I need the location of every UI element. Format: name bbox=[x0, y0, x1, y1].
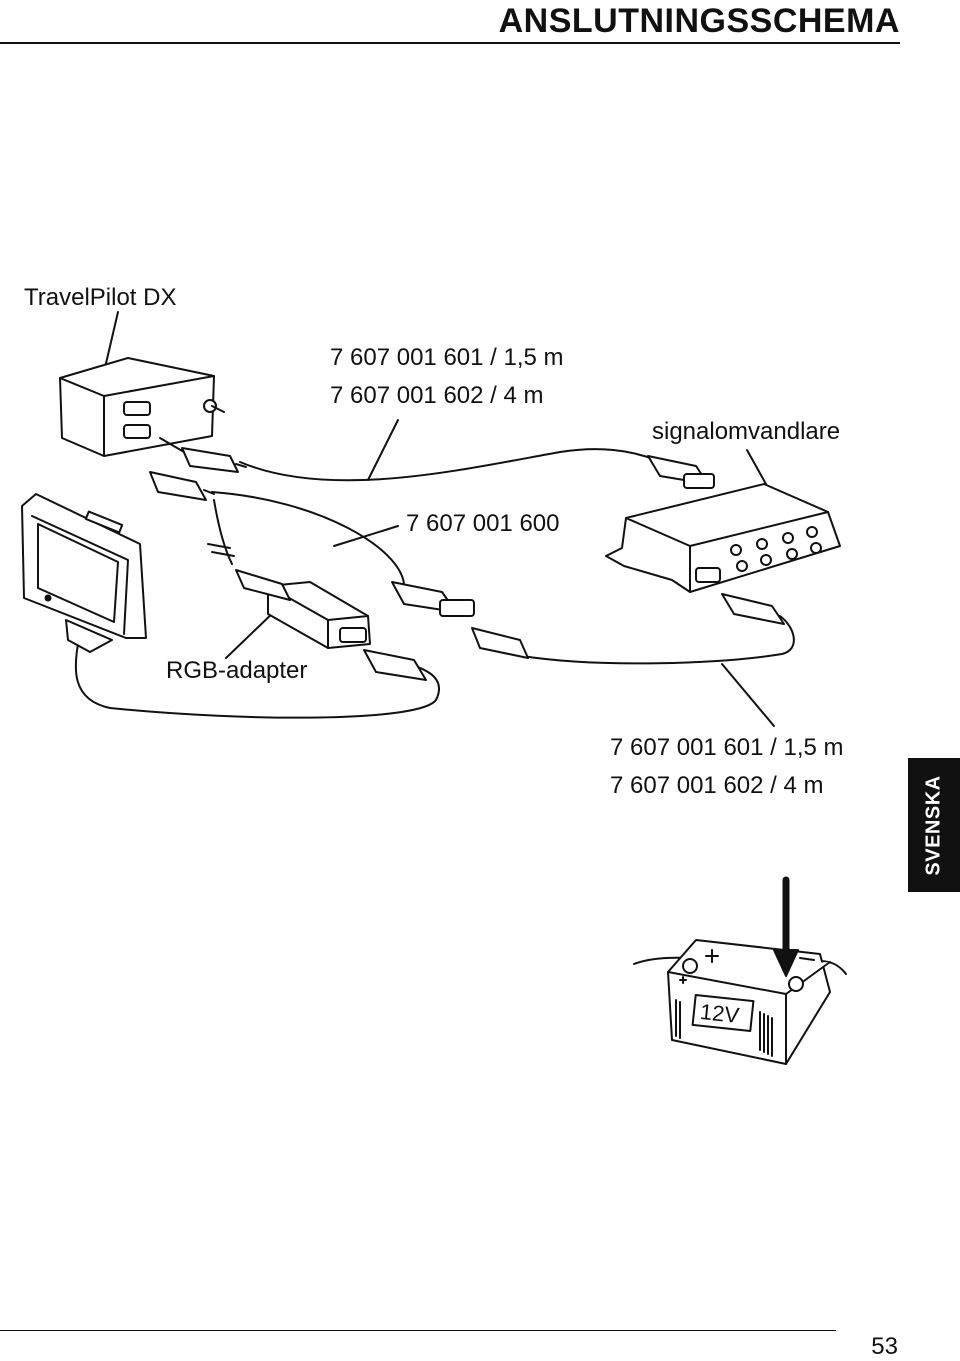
battery bbox=[633, 939, 847, 1065]
language-tab-label: SVENSKA bbox=[922, 774, 945, 876]
leader-cable-mid bbox=[333, 525, 399, 547]
label-signal-converter: signalomvandlare bbox=[652, 418, 841, 445]
connector-a bbox=[159, 437, 247, 473]
leader-rgb bbox=[225, 607, 279, 659]
leader-cable-top bbox=[367, 419, 399, 481]
label-travelpilot: TravelPilot DX bbox=[24, 284, 177, 311]
leader-travelpilot bbox=[103, 311, 119, 373]
label-cable-bottom-2: 7 607 001 602 / 4 m bbox=[610, 772, 824, 799]
connector-b bbox=[149, 471, 215, 501]
connector-e bbox=[471, 627, 529, 659]
travelpilot-unit bbox=[59, 357, 225, 457]
label-cable-top-1: 7 607 001 601 / 1,5 m bbox=[330, 344, 564, 371]
cable-mid bbox=[211, 491, 405, 585]
signal-converter-box bbox=[605, 483, 841, 593]
cable-display-base bbox=[74, 633, 441, 719]
page-title: ANSLUTNINGSSCHEMA bbox=[498, 2, 900, 40]
footer-rule bbox=[0, 1330, 836, 1331]
label-rgb-adapter: RGB-adapter bbox=[166, 657, 308, 684]
cable-top bbox=[239, 448, 657, 482]
label-cable-bottom-1: 7 607 001 601 / 1,5 m bbox=[610, 734, 844, 761]
cable-monitor-rgb bbox=[213, 499, 233, 565]
battery-voltage-label: 12V bbox=[698, 999, 741, 1028]
language-tab: SVENSKA bbox=[908, 758, 960, 892]
page-number: 53 bbox=[871, 1333, 898, 1360]
arrow-head bbox=[773, 949, 799, 977]
connector-c bbox=[647, 455, 715, 489]
leader-cable-bottom bbox=[721, 663, 775, 727]
cable-rgb-converter bbox=[521, 615, 795, 665]
label-cable-mid: 7 607 001 600 bbox=[406, 510, 560, 537]
title-rule bbox=[0, 42, 900, 44]
monitor-unit bbox=[21, 493, 147, 653]
rgb-adapter-box bbox=[235, 569, 371, 649]
connector-d bbox=[391, 581, 475, 617]
connector-g bbox=[721, 593, 785, 625]
connector-f bbox=[363, 649, 427, 681]
label-cable-top-2: 7 607 001 602 / 4 m bbox=[330, 382, 544, 409]
